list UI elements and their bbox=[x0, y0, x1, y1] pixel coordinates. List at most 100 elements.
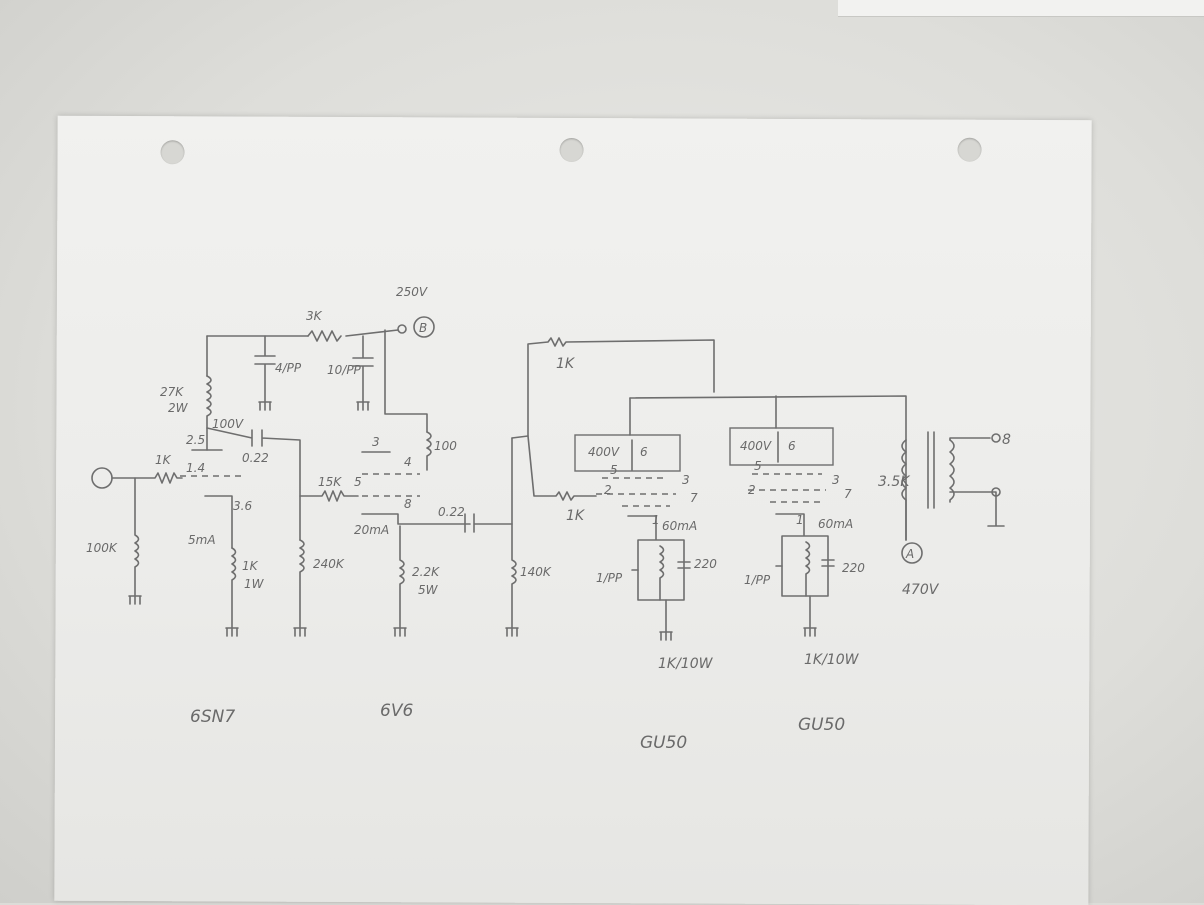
tube-gu50-1 bbox=[574, 397, 691, 641]
label-gu50-1-cap: 1/PP bbox=[596, 571, 623, 585]
node-b-circle bbox=[413, 316, 435, 338]
label-r-100k: 100K bbox=[86, 541, 118, 555]
label-r-2k2: 2.2K bbox=[412, 565, 440, 579]
resistor-27k bbox=[206, 375, 212, 451]
label-gu50-2-voltage: 400V bbox=[740, 439, 772, 453]
label-tube-6v6: 6V6 bbox=[380, 701, 413, 721]
label-tube-gu50-1: GU50 bbox=[640, 733, 687, 753]
stage-6v6 bbox=[361, 329, 513, 637]
label-gu50-1-pin-2: 2 bbox=[604, 483, 612, 497]
label-6v6-pin-8: 8 bbox=[404, 497, 412, 511]
label-tube-gu50-2: GU50 bbox=[798, 715, 845, 735]
label-c-022-b: 0.22 bbox=[438, 505, 465, 519]
label-gu50-1-current: 60mA bbox=[662, 519, 697, 533]
label-r-240k: 240K bbox=[313, 557, 345, 571]
label-i-20ma: 20mA bbox=[354, 523, 389, 537]
label-r-1k-feedback: 1K bbox=[556, 356, 576, 372]
label-gu50-2-cap: 1/PP bbox=[744, 573, 771, 587]
label-gu50-2-pin-5: 5 bbox=[754, 459, 762, 473]
label-gu50-2-pin-7: 7 bbox=[844, 487, 852, 501]
label-r-1k-1w: 1K bbox=[242, 559, 259, 573]
resistor-2k2-5w bbox=[393, 525, 407, 637]
gu50-1-plate bbox=[629, 397, 633, 471]
label-r-1k-1w-watt: 1W bbox=[244, 577, 265, 591]
speaker-terminal-0 bbox=[991, 487, 1001, 497]
label-r-27k: 27K bbox=[160, 385, 184, 399]
corner-paper-sheet bbox=[838, 0, 1204, 17]
label-6v6-pin-5: 5 bbox=[354, 475, 362, 489]
tube-gu50-2 bbox=[729, 395, 835, 637]
gu50-2-cap-220 bbox=[775, 559, 835, 567]
label-gu50-1-pin-7: 7 bbox=[690, 491, 698, 505]
speaker-leads bbox=[949, 437, 1005, 527]
terminal-bplus bbox=[397, 324, 407, 334]
component-labels: 3K 250V B 4/PP 10/PP 27K 2W 100V 2.5 0.2… bbox=[86, 285, 1011, 753]
wire-6v6-supply bbox=[384, 329, 428, 433]
label-c-022-a: 0.22 bbox=[242, 451, 269, 465]
label-pin-1-4: 1.4 bbox=[186, 461, 205, 475]
input-terminal bbox=[91, 467, 113, 489]
resistor-15k bbox=[299, 490, 359, 502]
ot-core bbox=[927, 431, 935, 509]
input-grid-resistor-1k bbox=[111, 472, 183, 484]
label-r-2k2-watt: 5W bbox=[418, 583, 439, 597]
stage-6sn7 bbox=[91, 316, 435, 637]
ot-secondary bbox=[949, 439, 955, 503]
resistor-100-screen bbox=[426, 431, 432, 471]
label-c-4pp: 4/PP bbox=[275, 361, 302, 375]
label-r-140k: 140K bbox=[520, 565, 552, 579]
label-gu50-2-pin-3: 3 bbox=[832, 473, 840, 487]
capacitor-4pp bbox=[254, 335, 276, 411]
feedback-resistor-1k bbox=[511, 337, 715, 439]
label-v-470: 470V bbox=[902, 582, 940, 598]
label-speaker-8: 8 bbox=[1002, 432, 1011, 448]
plate-rail bbox=[629, 395, 907, 501]
label-r-27k-watt: 2W bbox=[168, 401, 189, 415]
label-gu50-1-pin-1: 1 bbox=[652, 513, 660, 527]
label-c-10pp: 10/PP bbox=[327, 363, 362, 377]
gu50-2-plate bbox=[775, 395, 779, 463]
label-r-1k-grid-stop: 1K bbox=[566, 508, 586, 524]
label-gu50-2-current: 60mA bbox=[818, 517, 853, 531]
gu50-1-envelope bbox=[574, 434, 681, 472]
label-r-3k: 3K bbox=[306, 309, 323, 323]
gu50-2-envelope bbox=[729, 427, 834, 466]
label-v-250: 250V bbox=[396, 285, 428, 299]
label-node-b: B bbox=[419, 321, 427, 335]
gu50-1-resistor bbox=[659, 545, 665, 601]
label-gu50-1-rk: 1K/10W bbox=[658, 656, 714, 672]
grid-stop-1k bbox=[527, 435, 597, 501]
label-gu50-1-pin-3: 3 bbox=[682, 473, 690, 487]
label-v-100: 100V bbox=[212, 417, 244, 431]
coupling-cap-6v6 bbox=[361, 513, 513, 533]
resistor-3k bbox=[307, 330, 342, 342]
label-gu50-2-pin-6: 6 bbox=[788, 439, 796, 453]
feedback-network bbox=[505, 337, 907, 637]
label-ot-3-5k: 3.5K bbox=[878, 474, 911, 490]
resistor-140k bbox=[505, 437, 519, 637]
coupling-cap-022 bbox=[206, 427, 301, 541]
label-node-a: A bbox=[905, 547, 914, 561]
label-6v6-pin-4: 4 bbox=[404, 455, 412, 469]
cathode-6sn7 bbox=[204, 495, 233, 549]
label-tube-6sn7: 6SN7 bbox=[190, 707, 235, 727]
label-gu50-2-pin-2: 2 bbox=[748, 483, 756, 497]
label-pin-2-5: 2.5 bbox=[186, 433, 205, 447]
gu50-1-cap-220 bbox=[631, 561, 691, 571]
label-i-5ma: 5mA bbox=[188, 533, 216, 547]
label-gu50-2-rk: 1K/10W bbox=[804, 652, 860, 668]
resistor-240k bbox=[293, 539, 307, 637]
label-pin-3-6: 3.6 bbox=[233, 499, 252, 513]
output-transformer bbox=[901, 431, 1005, 564]
label-gu50-1-r220: 220 bbox=[694, 557, 717, 571]
label-gu50-1-pin-5: 5 bbox=[610, 463, 618, 477]
ot-primary bbox=[901, 439, 907, 541]
gu50-1-ground bbox=[659, 599, 673, 641]
speaker-terminal-8 bbox=[991, 433, 1001, 443]
label-r-15k: 15K bbox=[318, 475, 342, 489]
label-gu50-2-pin-1: 1 bbox=[796, 513, 804, 527]
label-gu50-2-r220: 220 bbox=[842, 561, 865, 575]
node-a-circle bbox=[901, 542, 923, 564]
